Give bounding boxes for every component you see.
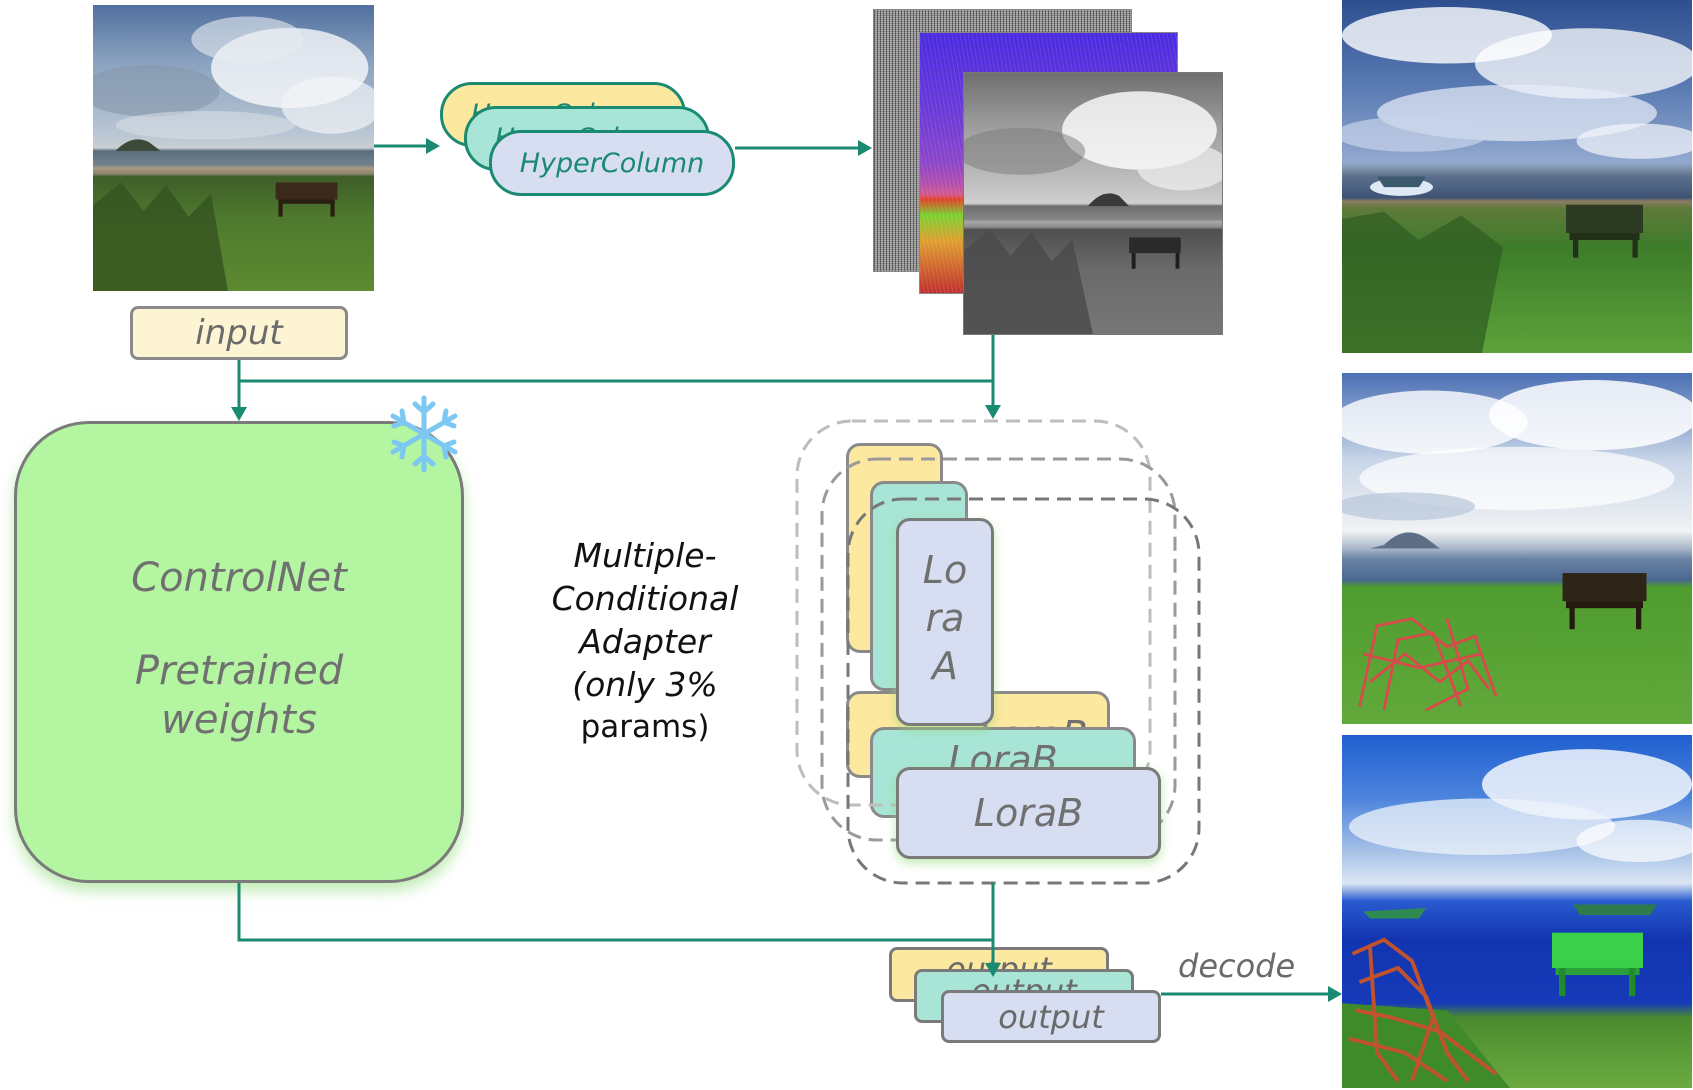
output-box-front: output xyxy=(941,990,1161,1043)
lora-b-label-front: LoraB xyxy=(973,791,1084,835)
controlnet-subtitle-line-2: weights xyxy=(161,697,317,743)
hypercolumn-box-front: HyperColumn xyxy=(489,130,735,196)
result-image-2 xyxy=(1342,373,1692,724)
feature-map-grayscale-scene xyxy=(964,91,1222,334)
link-controlnet-to-output xyxy=(237,883,993,942)
result-image-3-scene xyxy=(1342,749,1692,1088)
lora-a-label-line-2: ra xyxy=(925,596,965,640)
arrowhead-icon xyxy=(985,405,1001,419)
adapter-note-line-5: params) xyxy=(580,709,710,745)
controlnet-title: ControlNet xyxy=(131,555,347,601)
result-image-1-scene xyxy=(1342,7,1692,353)
input-photo-scene xyxy=(93,16,374,291)
adapter-note-line-4: (only 3% xyxy=(572,665,718,704)
input-photo xyxy=(93,5,374,291)
result-image-2-scene xyxy=(1342,380,1692,712)
input-label-box: input xyxy=(130,306,348,360)
output-label-front: output xyxy=(998,997,1104,1036)
arrowhead-icon xyxy=(231,407,247,421)
adapter-description: Multiple- Conditional Adapter (only 3% p… xyxy=(520,534,770,749)
lora-a-box-front: Lo ra A xyxy=(896,518,994,726)
result-image-1 xyxy=(1342,0,1692,353)
arrowhead-icon xyxy=(858,140,872,156)
controlnet-subtitle-line-1: Pretrained xyxy=(134,648,344,694)
arrowhead-icon xyxy=(1328,986,1342,1002)
arrowhead-icon xyxy=(426,138,440,154)
snowflake-icon xyxy=(390,395,458,473)
lora-a-label-line-3: A xyxy=(932,644,958,688)
input-label: input xyxy=(195,313,283,353)
lora-a-label-line-1: Lo xyxy=(922,548,968,592)
lora-b-box-front: LoraB xyxy=(896,767,1161,859)
feature-map-grayscale xyxy=(963,72,1223,335)
adapter-note-line-2: Conditional xyxy=(551,579,739,618)
result-image-3 xyxy=(1342,735,1692,1088)
adapter-note-line-1: Multiple- xyxy=(573,536,717,575)
adapter-note-line-3: Adapter xyxy=(579,622,711,661)
controlnet-box: ControlNet Pretrained weights xyxy=(14,421,464,883)
decode-label: decode xyxy=(1178,947,1296,985)
hypercolumn-label-front: HyperColumn xyxy=(519,147,705,179)
